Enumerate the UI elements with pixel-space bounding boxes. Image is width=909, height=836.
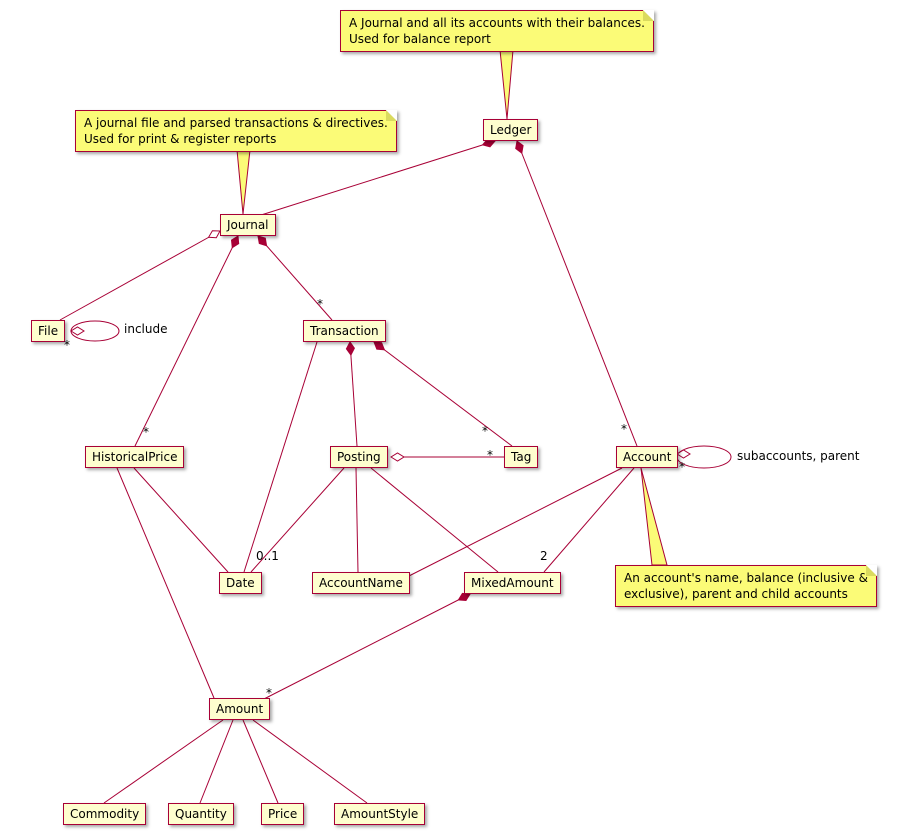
- class-quantity: Quantity: [168, 803, 234, 825]
- edge-mixedamount-amount: [261, 593, 471, 701]
- edge-journal-file: [59, 230, 221, 321]
- class-price: Price: [261, 803, 305, 825]
- label-subaccounts-parent: subaccounts, parent: [737, 449, 860, 463]
- edge-mixedamount-amount-diamond: [457, 592, 471, 602]
- edge-ledger-account-diamond: [515, 140, 524, 154]
- edge-file-self-diamond: [70, 326, 85, 336]
- label-historicalprice-star: *: [143, 425, 149, 439]
- edge-amount-commodity: [103, 719, 224, 804]
- class-amount: Amount: [209, 698, 271, 720]
- edge-ledger-journal: [257, 140, 496, 217]
- edge-ledger-account: [516, 140, 638, 447]
- label-file-star: *: [64, 338, 70, 352]
- class-ledger: Ledger: [483, 119, 539, 141]
- edge-posting-date: [250, 467, 345, 573]
- label-amount-star: *: [266, 686, 272, 700]
- class-account: Account: [616, 446, 679, 468]
- label-account-mixedamount-mult: 2: [540, 549, 548, 563]
- edge-transaction-posting-diamond: [345, 341, 355, 356]
- class-accountname: AccountName: [312, 572, 410, 594]
- edge-journal-transaction-diamond: [257, 235, 268, 247]
- edge-posting-tag-diamond: [390, 452, 405, 462]
- edge-journal-file-diamond: [207, 230, 221, 239]
- note-account: An account's name, balance (inclusive & …: [615, 565, 877, 607]
- label-posting-date-mult: 0..1: [256, 549, 279, 563]
- label-include: include: [124, 322, 168, 336]
- edge-amount-amountstyle: [252, 719, 368, 804]
- class-posting: Posting: [330, 446, 388, 468]
- class-amountstyle: AmountStyle: [334, 803, 426, 825]
- class-date: Date: [219, 572, 262, 594]
- edge-account-mixedamount: [543, 467, 635, 573]
- edge-posting-mixedamount: [370, 467, 499, 573]
- class-file: File: [31, 320, 66, 342]
- edge-amount-quantity: [199, 719, 234, 804]
- edge-journal-historicalprice: [134, 235, 239, 447]
- edge-transaction-date: [243, 341, 318, 573]
- note-pointer-account: [640, 467, 668, 566]
- label-tag-star-posting: *: [487, 448, 493, 462]
- edge-journal-transaction: [257, 235, 333, 321]
- class-commodity: Commodity: [63, 803, 147, 825]
- label-account-star-ledger: *: [621, 422, 627, 436]
- label-tag-star-transaction: *: [482, 424, 488, 438]
- class-journal: Journal: [220, 214, 276, 236]
- note-ledger: A Journal and all its accounts with thei…: [340, 10, 654, 52]
- edge-transaction-tag-diamond: [373, 341, 386, 351]
- edge-posting-accountname: [355, 467, 359, 573]
- edge-historicalprice-amount: [116, 467, 215, 699]
- edge-journal-historicalprice-diamond: [230, 235, 240, 249]
- edge-historicalprice-date: [133, 467, 229, 573]
- note-pointer-journal: [236, 149, 251, 215]
- class-mixedamount: MixedAmount: [464, 572, 561, 594]
- edge-account-self-diamond: [676, 449, 691, 459]
- edge-account-accountname: [404, 467, 623, 579]
- edge-transaction-tag: [373, 341, 513, 447]
- class-historicalprice: HistoricalPrice: [85, 446, 185, 468]
- label-account-star-self: *: [679, 460, 685, 474]
- label-transaction-star: *: [317, 297, 323, 311]
- edge-amount-price: [242, 719, 279, 804]
- note-journal: A journal file and parsed transactions &…: [75, 110, 397, 152]
- note-pointer-ledger: [499, 49, 514, 120]
- class-tag: Tag: [504, 446, 539, 468]
- edge-transaction-posting: [349, 341, 358, 447]
- class-transaction: Transaction: [303, 320, 386, 342]
